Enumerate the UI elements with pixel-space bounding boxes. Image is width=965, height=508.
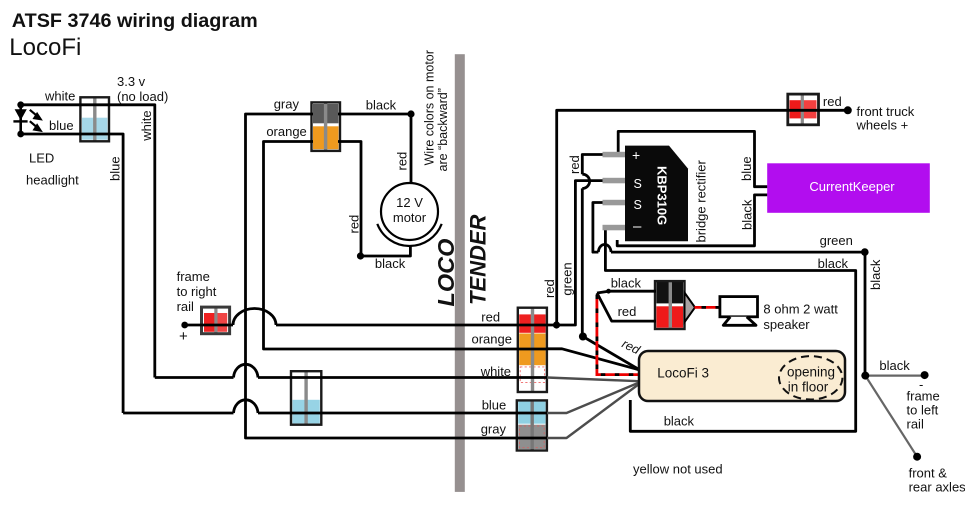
- svg-text:S: S: [634, 198, 642, 212]
- svg-text:rail: rail: [177, 299, 194, 314]
- svg-text:black: black: [818, 256, 849, 271]
- svg-text:white: white: [480, 364, 511, 379]
- svg-text:black: black: [611, 276, 642, 291]
- svg-text:black: black: [868, 259, 883, 290]
- svg-text:blue: blue: [739, 156, 754, 181]
- svg-text:orange: orange: [266, 124, 306, 139]
- svg-text:red: red: [481, 310, 500, 325]
- svg-text:8 ohm 2 watt: 8 ohm 2 watt: [763, 302, 838, 317]
- svg-text:red: red: [618, 304, 637, 319]
- svg-text:white: white: [44, 89, 75, 104]
- svg-text:–: –: [633, 218, 642, 235]
- svg-text:are “backward”: are “backward”: [436, 88, 450, 171]
- svg-text:green: green: [560, 262, 575, 295]
- svg-text:(no load): (no load): [117, 89, 168, 104]
- svg-text:red: red: [567, 155, 582, 174]
- svg-text:headlight: headlight: [26, 173, 79, 188]
- svg-text:red: red: [823, 94, 842, 109]
- svg-text:frame: frame: [177, 269, 210, 284]
- svg-text:blue: blue: [49, 118, 74, 133]
- svg-text:speaker: speaker: [763, 317, 810, 332]
- svg-text:rail: rail: [907, 417, 924, 432]
- svg-text:wheels +: wheels +: [856, 118, 909, 133]
- svg-text:in floor: in floor: [788, 380, 829, 395]
- svg-text:gray: gray: [481, 422, 507, 437]
- svg-text:white: white: [139, 110, 154, 141]
- svg-text:S: S: [634, 177, 642, 191]
- svg-text:Wire colors on motor: Wire colors on motor: [423, 50, 437, 165]
- svg-text:KBP310G: KBP310G: [655, 166, 670, 225]
- svg-text:blue: blue: [108, 156, 123, 181]
- svg-text:rear axles: rear axles: [909, 480, 965, 495]
- svg-text:+: +: [179, 328, 188, 345]
- svg-text:black: black: [375, 256, 406, 271]
- svg-text:LOCO: LOCO: [433, 239, 459, 307]
- svg-text:-: -: [919, 377, 923, 392]
- svg-text:12 V: 12 V: [396, 195, 423, 210]
- svg-text:CurrentKeeper: CurrentKeeper: [809, 179, 895, 194]
- svg-text:red: red: [395, 152, 410, 171]
- svg-text:motor: motor: [393, 210, 427, 225]
- svg-text:yellow not used: yellow not used: [633, 462, 723, 477]
- svg-text:front &: front &: [909, 466, 948, 481]
- svg-text:gray: gray: [274, 97, 300, 112]
- svg-text:front truck: front truck: [857, 104, 915, 119]
- svg-text:black: black: [664, 414, 695, 429]
- svg-text:opening: opening: [787, 365, 835, 380]
- svg-text:frame: frame: [907, 389, 940, 404]
- svg-text:orange: orange: [472, 332, 512, 347]
- svg-text:red: red: [347, 215, 362, 234]
- svg-text:bridge rectifier: bridge rectifier: [694, 159, 709, 242]
- svg-text:to right: to right: [177, 284, 217, 299]
- svg-text:ATSF 3746 wiring diagram: ATSF 3746 wiring diagram: [12, 10, 258, 32]
- svg-text:blue: blue: [482, 398, 507, 413]
- svg-text:TENDER: TENDER: [466, 214, 491, 305]
- svg-text:black: black: [739, 199, 754, 230]
- svg-text:black: black: [879, 358, 910, 373]
- svg-text:LED: LED: [29, 151, 54, 166]
- svg-text:+: +: [632, 147, 640, 163]
- svg-text:LocoFi 3: LocoFi 3: [657, 366, 709, 381]
- svg-text:to left: to left: [907, 403, 939, 418]
- svg-text:green: green: [820, 233, 853, 248]
- svg-text:red: red: [542, 279, 557, 298]
- svg-text:black: black: [366, 98, 397, 113]
- svg-text:3.3 v: 3.3 v: [117, 74, 146, 89]
- svg-text:LocoFi: LocoFi: [9, 34, 81, 61]
